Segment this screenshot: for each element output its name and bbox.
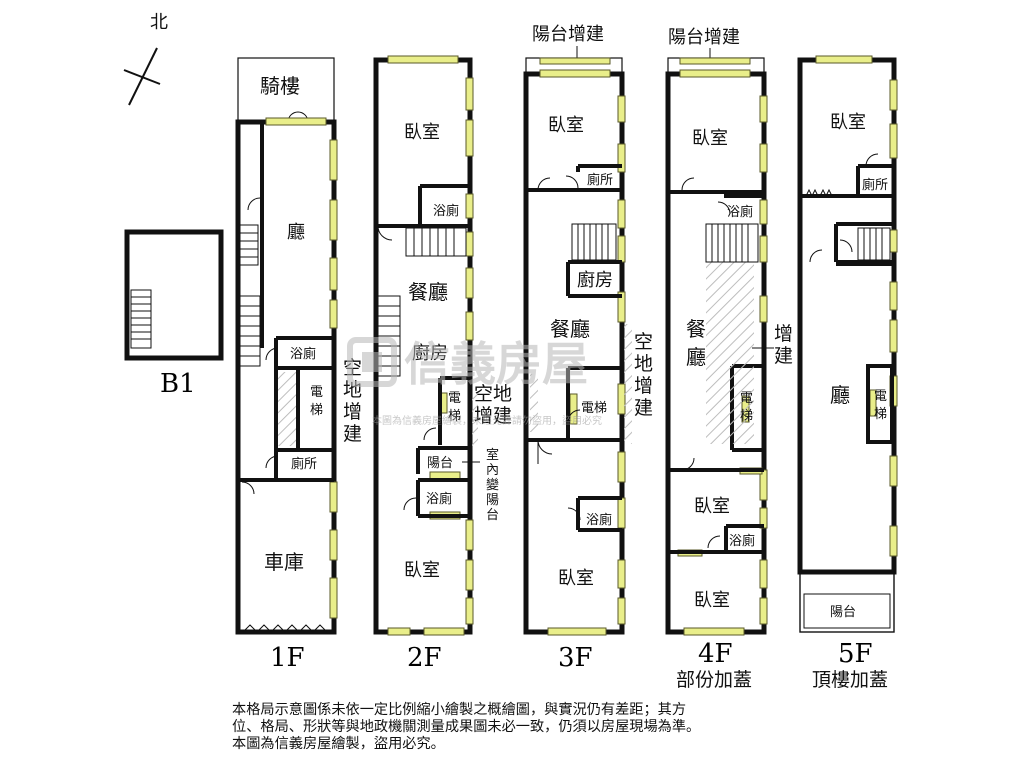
room-1f-toilet: 廁所 — [291, 456, 317, 472]
floor-label-4f: 4F — [698, 639, 733, 669]
floor-label-b1: B1 — [160, 369, 196, 399]
b1-stairs — [130, 289, 152, 349]
room-3f-dining: 餐廳 — [550, 317, 590, 341]
room-1f-hall: 廳 — [287, 222, 305, 243]
room-2f-balcony: 陽台 — [427, 456, 453, 471]
disclaimer-line-1: 本格局示意圖係未依一定比例縮小繪製之概繪圖，與實況仍有差距；其方 — [232, 702, 687, 718]
floor-4f: 陽台增建 臥室 浴 — [665, 27, 793, 691]
room-3f-kitchen: 廚房 — [577, 269, 613, 291]
floor-label-1f: 1F — [270, 643, 305, 673]
room-3f-bedroom-bottom: 臥室 — [558, 568, 594, 589]
disclaimer-note: 本格局示意圖係未依一定比例縮小繪製之概繪圖，與實況仍有差距；其方 位、格局、形狀… — [232, 702, 832, 753]
5f-outline — [797, 57, 897, 575]
room-4f-ext: 增建 — [774, 323, 793, 367]
watermark: 信義房屋 本圖為信義房屋繪製，未經允許請勿盜用，盜用必究 — [347, 337, 602, 427]
5f-stairs — [805, 153, 891, 263]
3f-windows — [539, 57, 626, 636]
floor-3f: 陽台增建 — [523, 24, 653, 673]
room-4f-bedroom-bottom: 臥室 — [694, 590, 730, 611]
disclaimer-line-2: 位、格局、形狀等與地政機關測量成果圖未必一致，仍須以房屋現場為準。 — [232, 719, 701, 735]
room-1f-elevator: 電梯 — [310, 385, 323, 418]
room-2f-bedroom-top: 臥室 — [404, 122, 440, 143]
room-1f-bath: 浴廁 — [290, 346, 316, 362]
room-3f-elevator: 電梯 — [581, 401, 607, 416]
floor-label-3f: 3F — [558, 643, 593, 673]
room-2f-elevator: 電梯 — [448, 391, 461, 424]
b1-outline — [124, 229, 224, 361]
room-2f-bedroom-bottom: 臥室 — [404, 560, 440, 581]
2f-stairs — [377, 225, 467, 511]
room-5f-hall: 廳 — [830, 383, 850, 407]
floor-sublabel-5f: 頂樓加蓋 — [812, 669, 888, 691]
room-5f-bedroom: 臥室 — [830, 112, 866, 133]
room-4f-bedroom-top: 臥室 — [692, 128, 728, 149]
room-5f-balcony: 陽台 — [830, 605, 856, 620]
room-4f-bath-top: 浴廁 — [727, 204, 753, 220]
room-1f-garage: 車庫 — [264, 550, 304, 574]
watermark-line: 本圖為信義房屋繪製，未經允許請勿盜用，盜用必究 — [372, 414, 602, 427]
room-2f-bath-top: 浴廁 — [433, 203, 459, 219]
room-arcade: 騎樓 — [260, 74, 300, 98]
room-3f-balcony-ext: 陽台增建 — [532, 24, 604, 45]
compass-north-label: 北 — [150, 12, 168, 33]
floor-b1: B1 — [124, 229, 224, 399]
room-2f-bath-mid: 浴廁 — [426, 491, 452, 507]
room-2f-indoor-balcony: 室內變陽台 — [486, 447, 499, 523]
1f-stairs — [239, 197, 279, 495]
floor-sublabel-4f: 部份加蓋 — [676, 669, 752, 691]
room-3f-bedroom-top: 臥室 — [548, 115, 584, 136]
north-compass: 北 — [123, 12, 168, 106]
watermark-logo-icon — [347, 337, 397, 387]
4f-stairs — [681, 177, 774, 549]
room-2f-kitchen: 廚房 — [412, 342, 448, 364]
room-5f-toilet: 廁所 — [862, 177, 888, 193]
room-3f-ext-side: 空地增建 — [634, 331, 653, 419]
room-4f-bath-mid: 浴廁 — [729, 533, 755, 549]
room-2f-ext-side: 空地增建 — [474, 383, 512, 427]
floor-1f: 騎樓 — [235, 57, 362, 673]
3f-stairs — [537, 175, 617, 521]
floor-label-2f: 2F — [407, 643, 442, 673]
room-4f-bedroom-mid: 臥室 — [694, 496, 730, 517]
floor-2f: 臥室 浴廁 餐廳 廚房 電梯 空地增建 陽台 室內變陽台 浴廁 臥室 2F — [373, 55, 512, 673]
1f-windows — [265, 117, 338, 619]
room-4f-elevator: 電梯 — [740, 391, 753, 424]
floor-5f: 臥室 廁所 廳 電梯 陽台 5F 頂樓加蓋 — [797, 55, 898, 691]
room-4f-dining: 餐廳 — [686, 317, 706, 369]
watermark-brand: 信義房屋 — [404, 337, 588, 391]
disclaimer-line-3: 本圖為信義房屋繪製，盜用必究。 — [232, 736, 445, 752]
room-4f-balcony-ext: 陽台增建 — [668, 27, 740, 48]
room-3f-toilet: 廁所 — [587, 172, 613, 188]
floor-label-5f: 5F — [838, 639, 873, 669]
room-2f-dining: 餐廳 — [408, 280, 448, 304]
room-5f-elevator: 電梯 — [874, 389, 887, 422]
room-3f-bath: 浴廁 — [586, 512, 612, 528]
